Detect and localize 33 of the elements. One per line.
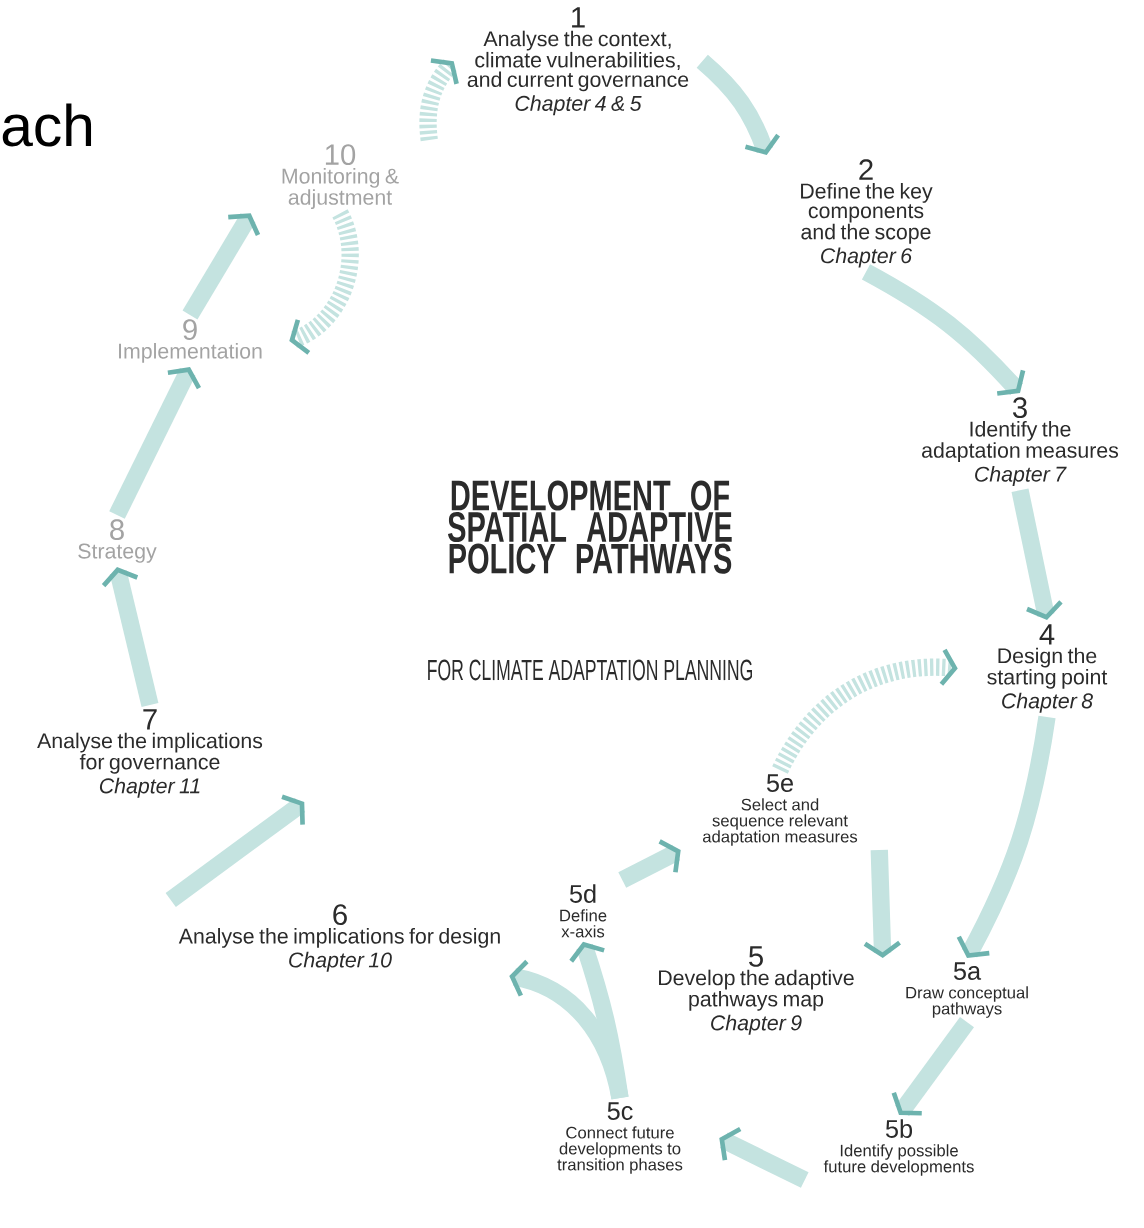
arrow — [1011, 488, 1063, 620]
arrow — [109, 367, 201, 519]
arrow — [772, 648, 958, 775]
arrow — [289, 209, 359, 355]
subtitle: FOR CLIMATE ADAPTATION PLANNING — [428, 659, 752, 681]
step-label: 5d Define x-axis — [560, 884, 607, 938]
arrow — [419, 58, 459, 141]
arrow — [719, 1127, 809, 1188]
arrow — [509, 959, 629, 1100]
step-label: 9 Implementation — [119, 319, 262, 363]
step-label: 7 Analyse the implications for governance Chapter 11 — [37, 709, 263, 798]
arrow — [956, 715, 1056, 958]
step-label: 3 Identify the adaptation measures Chapter 7 — [922, 397, 1119, 486]
arrow — [101, 567, 159, 708]
step-label: 5c Connect future developments to transition phases — [557, 1102, 683, 1174]
step-label: 5 Develop the adaptive pathways map Chapter 9 — [659, 946, 854, 1035]
arrow — [863, 849, 901, 958]
step-label: 1 Analyse the context, climate vulnerabilities, and current governance Chapter 4 & 5 — [467, 7, 689, 116]
arrow — [861, 264, 1026, 396]
step-label: 6 Analyse the implications for design Chapter 10 — [178, 904, 500, 972]
step-label: 5a Draw conceptual pathways — [906, 962, 1028, 1018]
arrow — [696, 54, 780, 155]
step-label: 2 Define the key components and the scope Chapter 6 — [801, 159, 933, 268]
title: DEVELOPMENT OF SPATIAL ADAPTIVE POLICY PATHWAYS — [448, 480, 732, 574]
step-label: 5e Select and sequence relevant adaptation measures — [703, 774, 858, 846]
arrow — [165, 794, 306, 907]
step-label: 10 Monitoring & adjustment — [282, 144, 399, 210]
step-label: 8 Strategy — [78, 519, 157, 563]
step-label: 4 Design the starting point Chapter 8 — [987, 624, 1108, 713]
arrow — [891, 1016, 974, 1116]
heading-fragment: ach — [2, 103, 92, 147]
step-label: 5b Identify possible future developments — [823, 1119, 974, 1176]
arrow — [182, 213, 261, 320]
